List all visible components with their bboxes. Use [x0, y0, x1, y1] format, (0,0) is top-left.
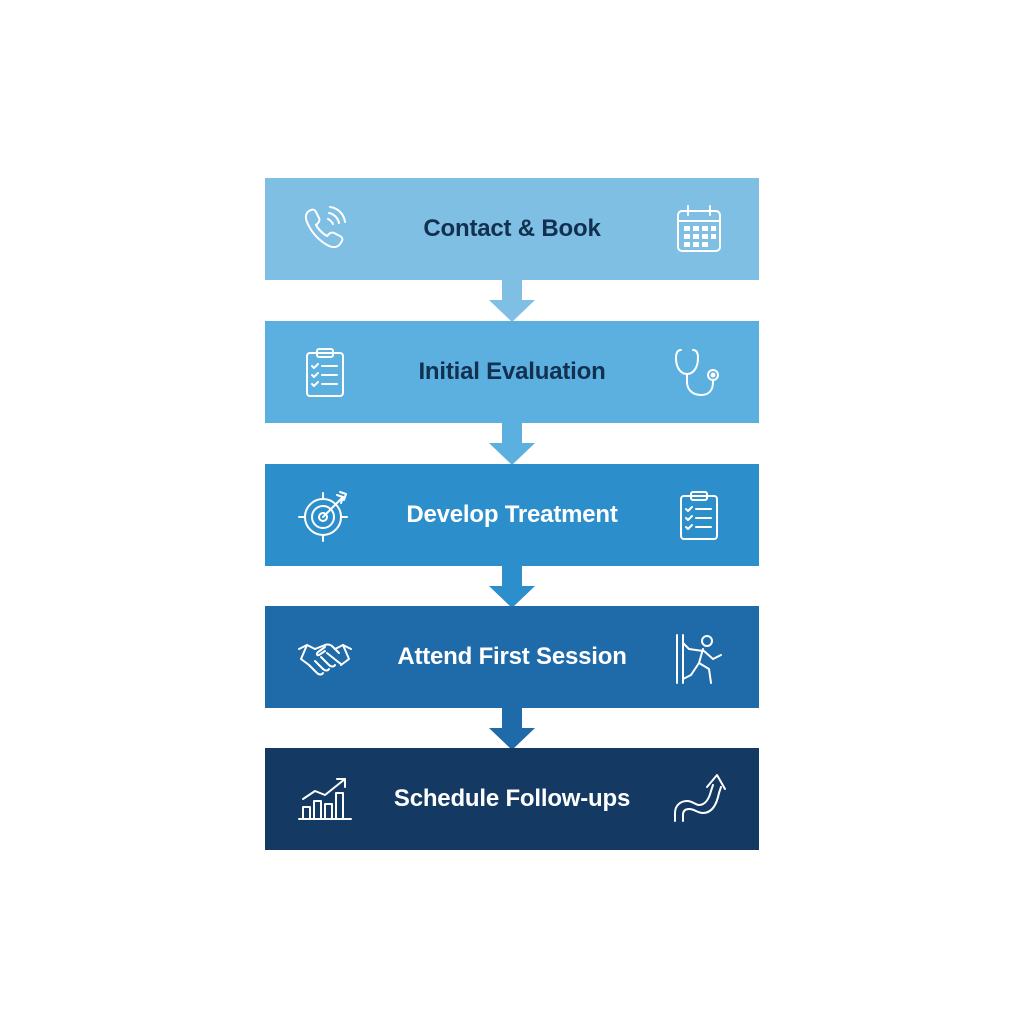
trending-arrow-icon — [671, 771, 727, 827]
flow-arrow — [489, 421, 535, 465]
step-attend-first-session: Attend First Session — [265, 606, 759, 708]
growth-chart-icon — [297, 771, 353, 827]
step-initial-evaluation: Initial Evaluation — [265, 321, 759, 423]
process-flow-diagram: Contact & Book — [265, 178, 759, 850]
stethoscope-icon — [671, 344, 727, 400]
calendar-icon — [671, 201, 727, 257]
flow-arrow — [489, 706, 535, 750]
step-schedule-follow-ups: Schedule Follow-ups — [265, 748, 759, 850]
phone-icon — [297, 201, 353, 257]
target-icon — [297, 487, 353, 543]
clipboard-checklist-icon — [671, 487, 727, 543]
step-develop-treatment: Develop Treatment — [265, 464, 759, 566]
step-label: Develop Treatment — [406, 501, 618, 528]
step-contact-book: Contact & Book — [265, 178, 759, 280]
exercise-icon — [671, 629, 727, 685]
flow-arrow — [489, 564, 535, 608]
step-label: Contact & Book — [423, 215, 601, 242]
step-label: Initial Evaluation — [418, 358, 606, 385]
step-label: Schedule Follow-ups — [393, 785, 631, 812]
clipboard-checklist-icon — [297, 344, 353, 400]
flow-arrow — [489, 278, 535, 322]
step-label: Attend First Session — [397, 643, 627, 670]
handshake-icon — [297, 629, 353, 685]
